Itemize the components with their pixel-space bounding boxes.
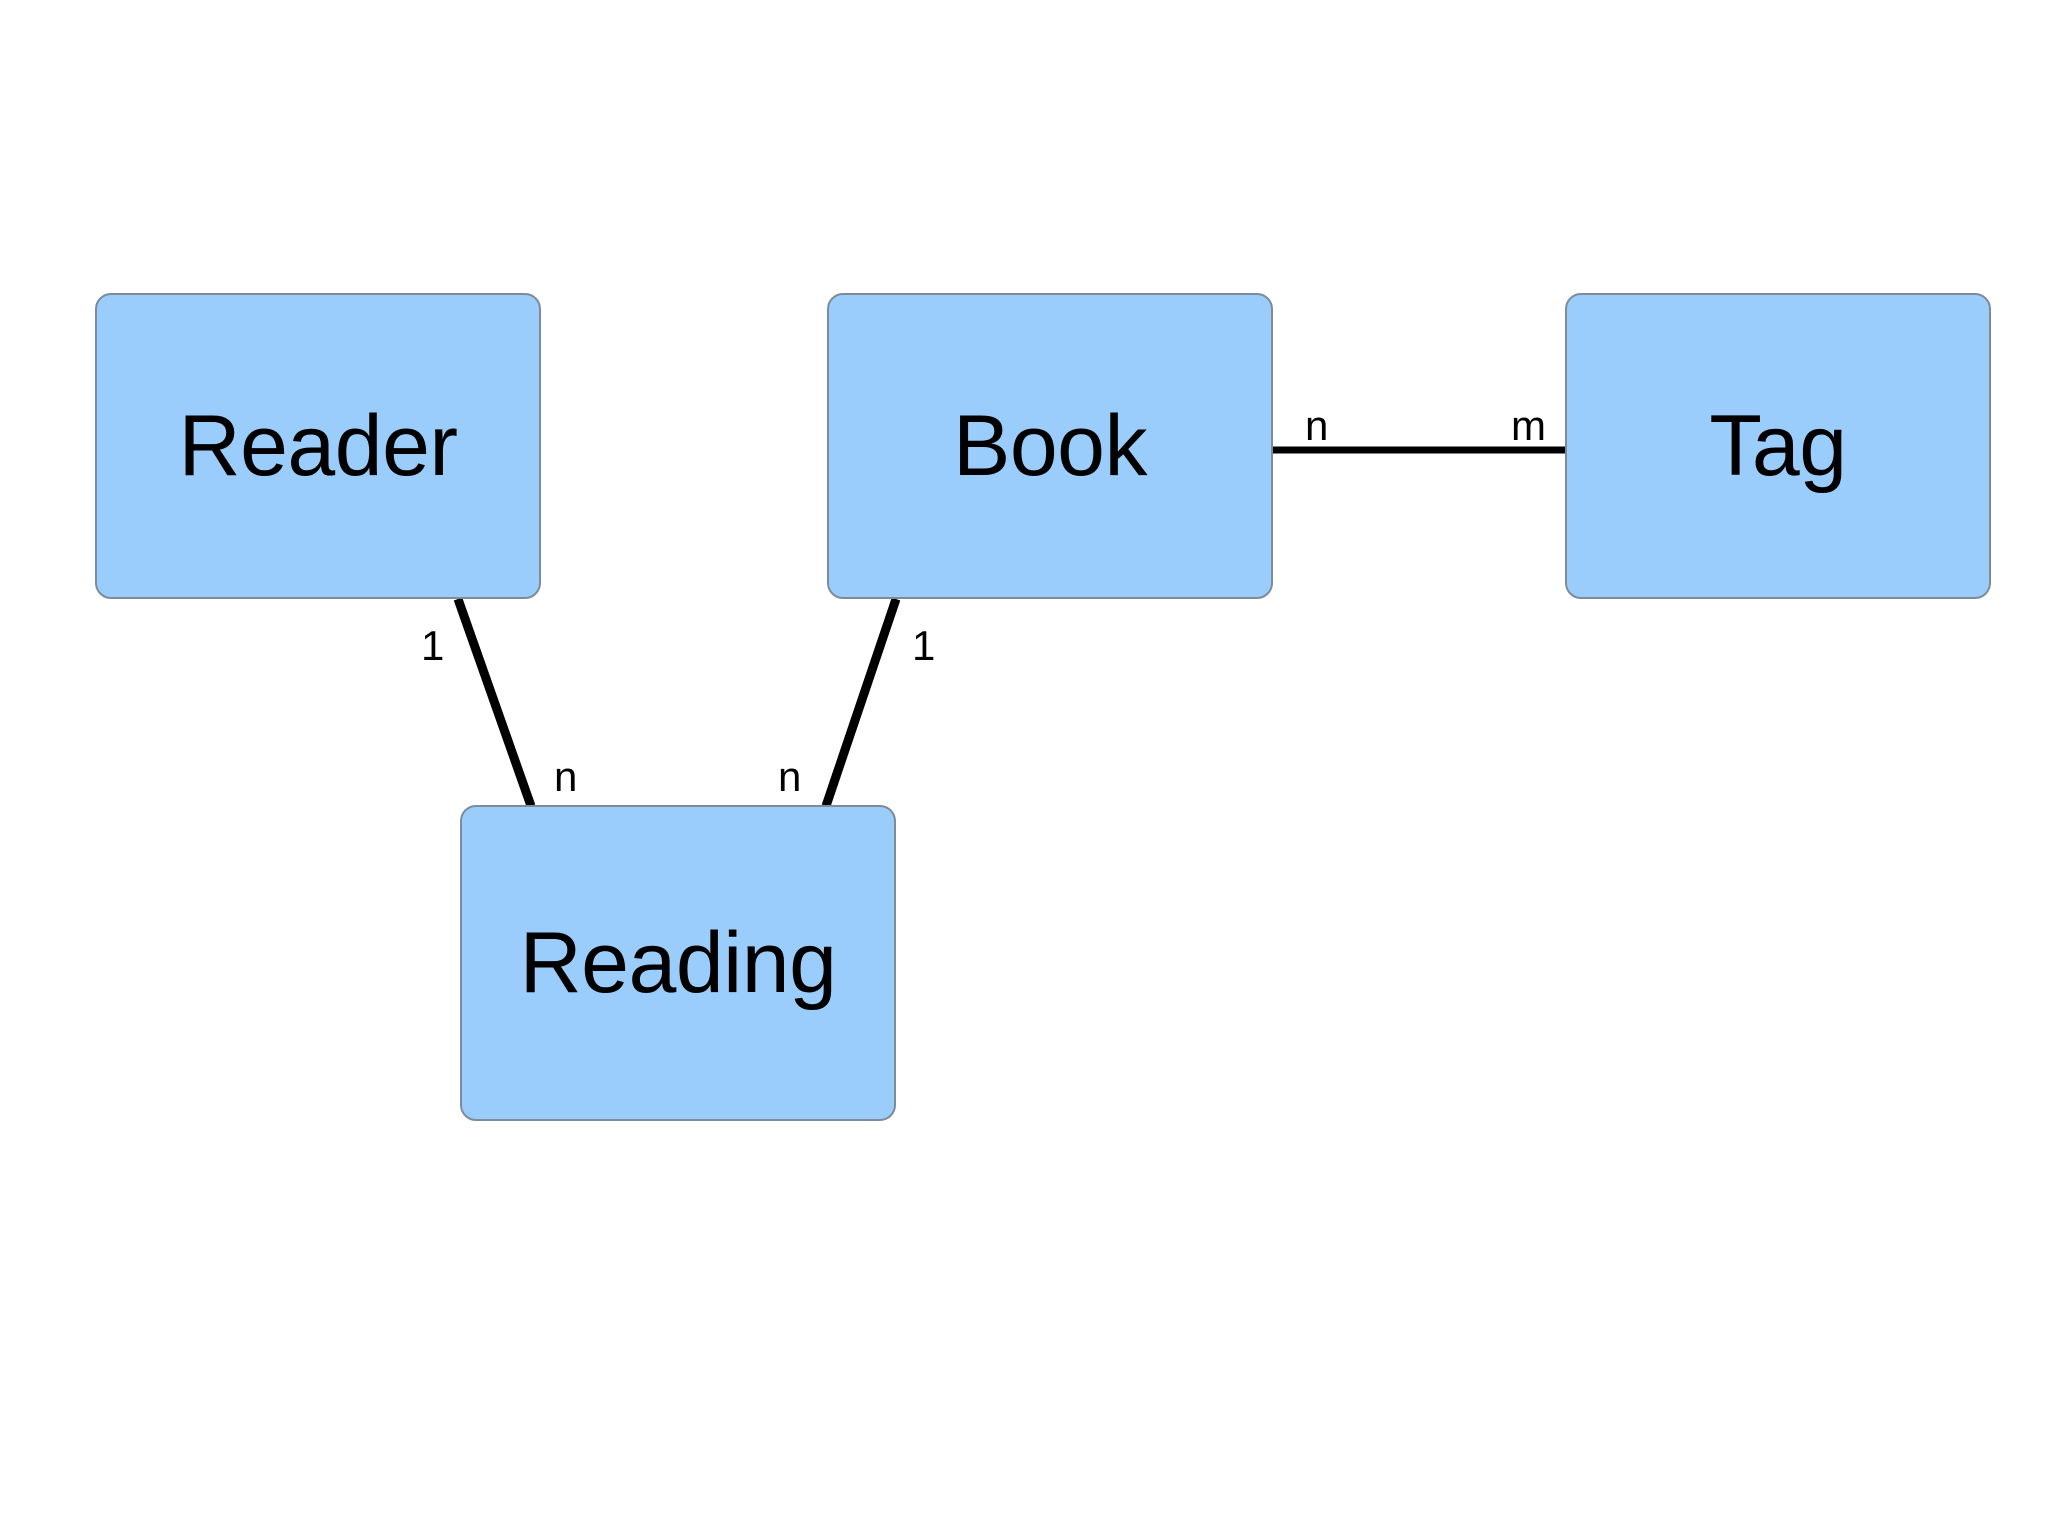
entity-book-label: Book bbox=[952, 398, 1148, 494]
entity-book[interactable]: Book bbox=[827, 293, 1273, 599]
entity-reading[interactable]: Reading bbox=[460, 805, 896, 1121]
cardinality-reading-from-book-n: n bbox=[778, 753, 802, 800]
entity-reading-label: Reading bbox=[519, 915, 837, 1011]
entity-tag-label: Tag bbox=[1709, 398, 1847, 494]
entity-reader[interactable]: Reader bbox=[95, 293, 541, 599]
entity-reader-label: Reader bbox=[178, 398, 458, 494]
cardinality-book-one: 1 bbox=[912, 622, 936, 669]
cardinality-reading-from-reader-n: n bbox=[554, 753, 578, 800]
edge-reader-reading[interactable] bbox=[453, 597, 536, 808]
entity-tag[interactable]: Tag bbox=[1565, 293, 1991, 599]
cardinality-book-tag-m: m bbox=[1511, 402, 1546, 449]
cardinality-reader-one: 1 bbox=[421, 622, 445, 669]
edge-book-reading[interactable] bbox=[821, 597, 901, 808]
cardinality-book-tag-n: n bbox=[1305, 402, 1329, 449]
